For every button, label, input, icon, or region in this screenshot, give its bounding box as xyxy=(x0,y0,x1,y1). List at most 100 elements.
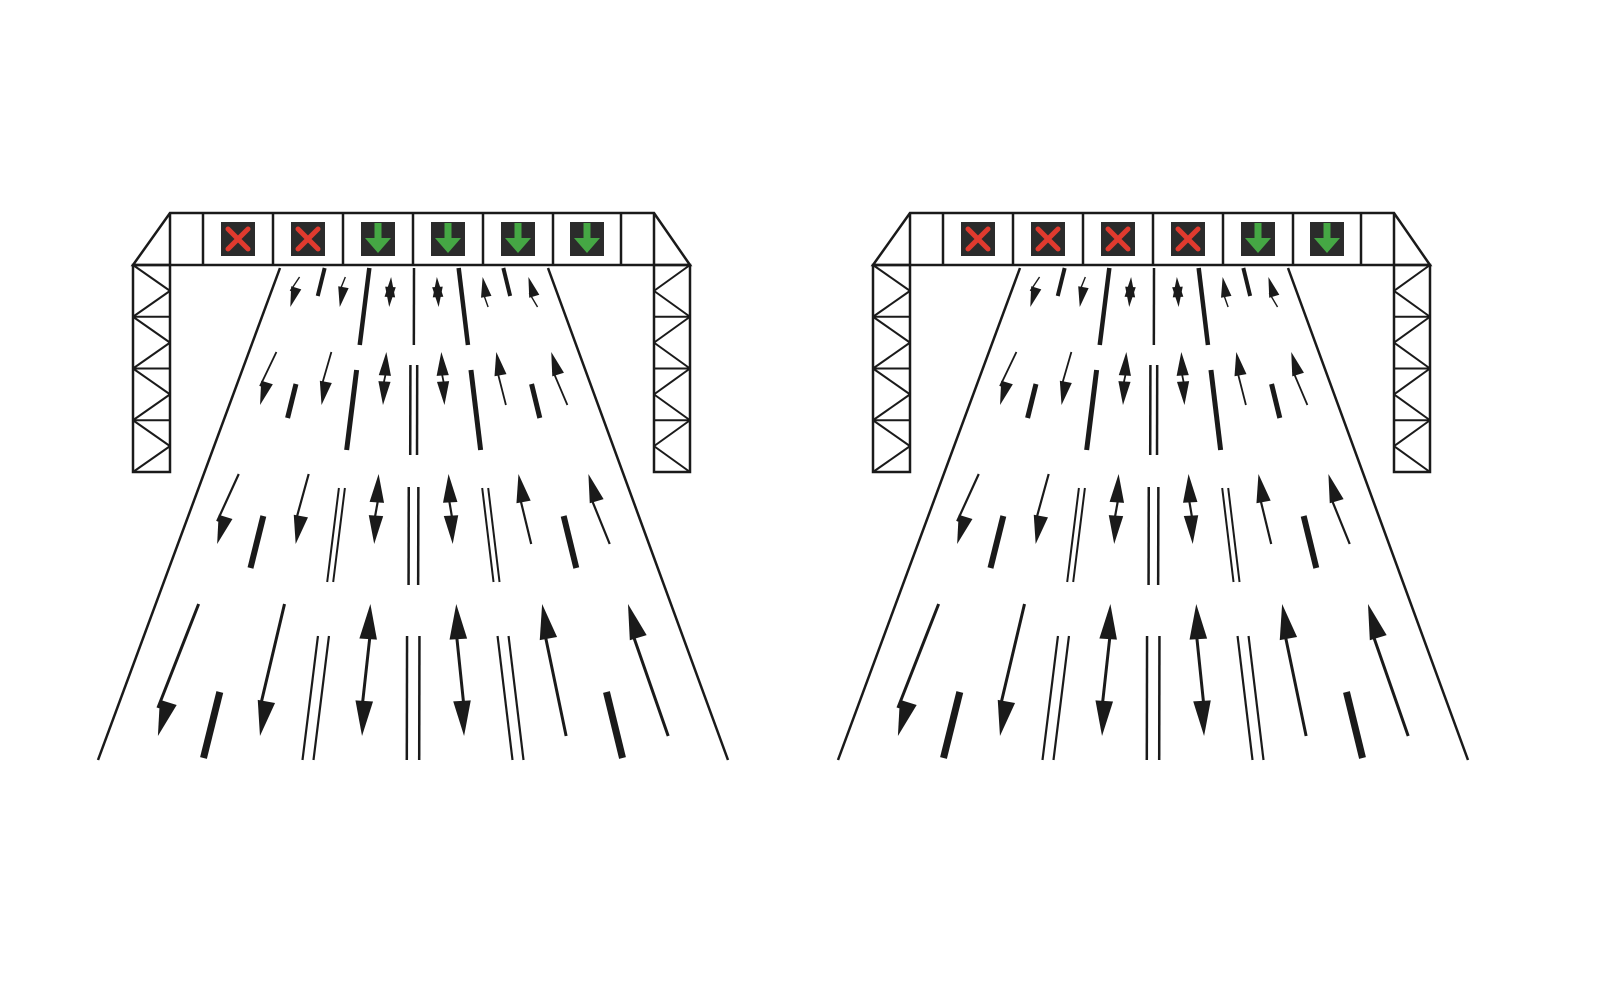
lane-arrows xyxy=(156,276,670,737)
column-brace xyxy=(653,419,691,447)
lane-divider-solid xyxy=(1084,369,1100,451)
lane-divider-double xyxy=(312,635,331,761)
lane-arrow-shaft xyxy=(999,351,1018,387)
lane-dash xyxy=(940,691,964,759)
green-down-arrow-icon xyxy=(435,223,461,253)
lane-dash xyxy=(1269,383,1283,419)
dashed-lane-lines xyxy=(200,267,626,759)
roadway xyxy=(836,267,1470,761)
lane-arrow-head xyxy=(627,604,647,641)
red-x-icon xyxy=(295,226,321,252)
gantry-column xyxy=(871,263,912,474)
lane-arrow-head-down xyxy=(436,381,450,405)
lane-arrow-head-up xyxy=(1189,604,1208,640)
diagram-left xyxy=(96,211,730,761)
lane-arrow-head xyxy=(897,699,917,736)
lane-signal-6 xyxy=(1310,222,1344,256)
column-brace xyxy=(132,419,171,447)
lane-arrow-shaft xyxy=(552,370,569,406)
lane-arrow-head-down xyxy=(432,286,443,307)
lane-arrow-shaft xyxy=(543,631,568,737)
lane-arrow-head-up xyxy=(1118,352,1131,376)
lane-arrow-head-down xyxy=(385,286,396,307)
road-edge-right xyxy=(1286,267,1470,761)
lane-arrow-shaft xyxy=(1100,631,1112,709)
lane-divider-solid xyxy=(344,369,360,451)
lane-arrow-shaft xyxy=(1283,631,1308,737)
lane-arrow-head xyxy=(1033,514,1048,544)
lane-divider-double xyxy=(1247,635,1265,761)
lane-signal-5 xyxy=(1241,222,1275,256)
red-x-icon xyxy=(225,226,251,252)
column-brace xyxy=(1393,264,1431,292)
lane-arrow-head-up xyxy=(1183,474,1198,503)
lane-arrow-head-down xyxy=(453,700,471,736)
lane-arrow-shaft xyxy=(1329,496,1351,545)
lane-arrow-head xyxy=(293,514,308,544)
lane-arrow-head-down xyxy=(1176,381,1190,405)
lane-divider-solid xyxy=(1208,369,1224,451)
lane-arrow-head-up xyxy=(449,604,468,640)
lane-arrow-head-down xyxy=(443,515,459,544)
column-brace xyxy=(653,290,691,318)
gantry-beam xyxy=(130,211,693,267)
lane-signal-4 xyxy=(1171,222,1205,256)
column-brace xyxy=(132,367,171,396)
lane-signal-2 xyxy=(291,222,325,256)
lane-dash xyxy=(560,515,580,569)
gantry-column xyxy=(131,263,172,474)
lane-arrow-head xyxy=(494,352,507,377)
lane-divider-double xyxy=(1066,487,1080,583)
roadway xyxy=(96,267,730,761)
lane-arrow-head xyxy=(539,604,558,641)
lane-arrow-head xyxy=(1000,380,1013,405)
green-down-arrow-icon xyxy=(1245,223,1271,253)
lane-dash xyxy=(315,267,327,297)
lane-signal-3 xyxy=(361,222,395,256)
lane-arrow-shaft xyxy=(1194,631,1206,709)
column-brace xyxy=(872,445,911,473)
lane-arrow-shaft xyxy=(258,603,286,709)
lane-arrow-head-down xyxy=(1118,381,1131,405)
lane-divider-solid xyxy=(1097,267,1112,346)
lane-arrow-head-down xyxy=(1193,700,1211,736)
lane-arrow-head xyxy=(1059,380,1072,405)
lane-dash xyxy=(1300,515,1320,569)
column-brace xyxy=(132,264,171,292)
lane-arrow-shaft xyxy=(1236,370,1247,406)
column-brace xyxy=(872,264,911,292)
lane-arrow-head-down xyxy=(1095,700,1114,736)
column-brace xyxy=(1393,367,1431,396)
lane-arrow-shaft xyxy=(360,631,372,709)
lane-arrow-shaft xyxy=(294,473,310,522)
lane-dash xyxy=(987,515,1007,569)
lane-arrow-head-down xyxy=(355,700,374,736)
lane-divider-double xyxy=(332,487,346,583)
lane-arrow-shaft xyxy=(998,603,1026,709)
red-x-icon xyxy=(965,226,991,252)
lane-signal-2 xyxy=(1031,222,1065,256)
reversible-lane-dividers xyxy=(1041,267,1265,761)
lane-arrow-head-up xyxy=(443,474,458,503)
lane-arrow-head xyxy=(319,380,332,405)
lane-arrow-head-up xyxy=(436,352,449,376)
column-brace xyxy=(132,341,171,370)
lane-dash xyxy=(529,383,543,419)
lane-dash xyxy=(603,691,626,759)
lane-arrow-shaft xyxy=(1258,496,1273,545)
green-down-arrow-icon xyxy=(1314,223,1340,253)
lane-divider-double xyxy=(1052,635,1071,761)
lane-arrow-shaft xyxy=(630,631,670,737)
lane-arrow-head xyxy=(528,277,540,298)
lane-divider-solid xyxy=(456,267,471,346)
lane-arrow-head xyxy=(1328,474,1344,504)
lane-arrow-head-down xyxy=(1172,286,1183,307)
lane-arrow-head xyxy=(957,514,973,544)
gantry xyxy=(130,211,693,474)
lane-arrow-shaft xyxy=(589,496,611,545)
lane-arrow-head xyxy=(257,699,276,736)
lane-arrow-head xyxy=(997,699,1016,736)
lane-arrow-head xyxy=(157,699,177,736)
gantry-column xyxy=(1392,263,1432,474)
